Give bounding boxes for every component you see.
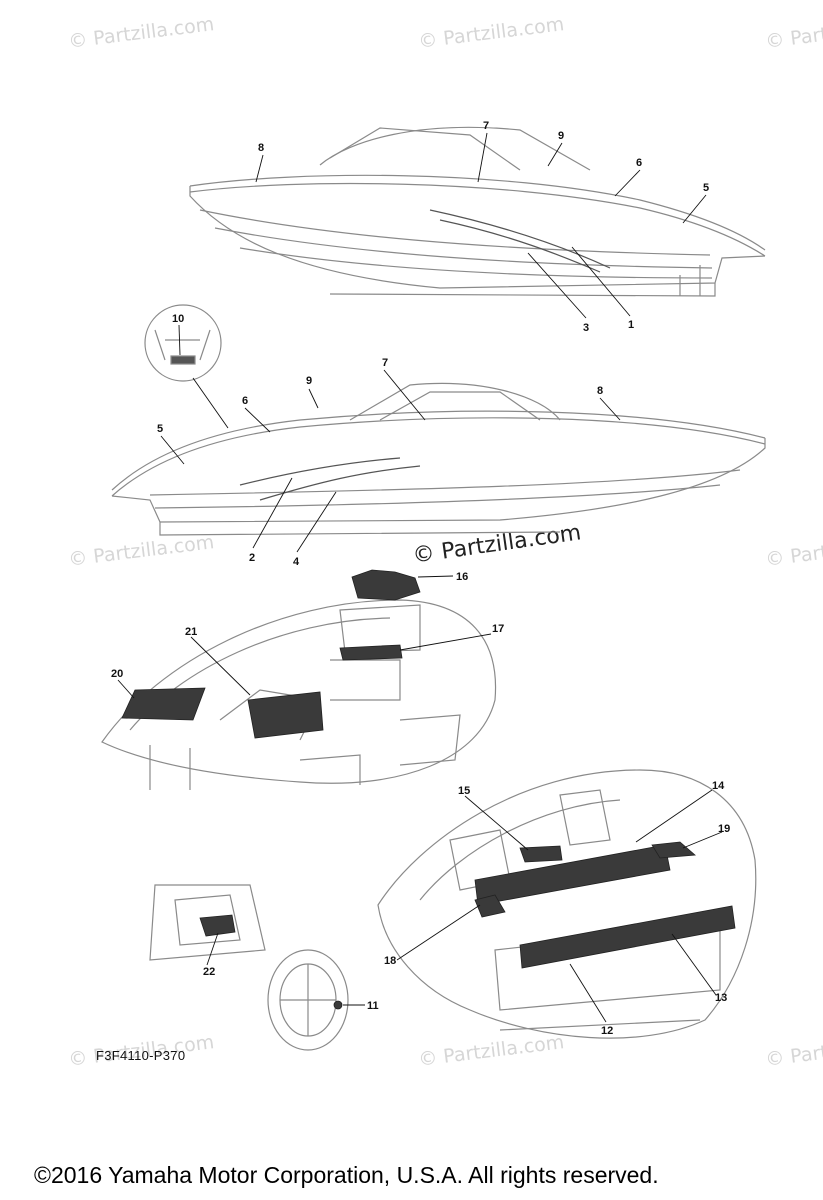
- mat-20: [121, 687, 206, 721]
- callout-label: 4: [293, 556, 300, 568]
- callout-label: 20: [111, 668, 123, 680]
- callout-label: 14: [712, 780, 725, 792]
- boat-side-view-top: [189, 126, 766, 297]
- callout-label: 16: [456, 571, 468, 583]
- callout-label: 6: [242, 395, 248, 407]
- callout-label: 1: [628, 319, 634, 331]
- mat-13: [519, 905, 736, 969]
- boat-side-view-middle: [111, 382, 766, 536]
- callout-label: 19: [718, 823, 730, 835]
- callout-label: 21: [185, 626, 197, 638]
- callout-label: 6: [636, 157, 642, 169]
- copyright-notice: ©2016 Yamaha Motor Corporation, U.S.A. A…: [34, 1162, 659, 1188]
- steering-wheel: [267, 949, 349, 1051]
- callout-label: 8: [258, 142, 264, 154]
- mat-14: [474, 844, 671, 906]
- drawing-code: F3F4110-P370: [96, 1048, 186, 1063]
- callout-label: 9: [558, 130, 564, 142]
- callouts: 8 7 9 6 5 1 3 10 9 7 8 6 5 2 4 16 17 20 …: [111, 120, 730, 1037]
- inset-detail: [144, 304, 222, 382]
- callout-label: 13: [715, 992, 727, 1004]
- callout-label: 15: [458, 785, 470, 797]
- callout-label: 3: [583, 322, 589, 334]
- mat-21: [247, 691, 324, 739]
- callout-label: 7: [382, 357, 388, 369]
- decal-19: [651, 841, 696, 859]
- callout-label: 2: [249, 552, 255, 564]
- callout-label: 11: [367, 1000, 379, 1012]
- helm-console: [149, 884, 266, 961]
- callout-label: 7: [483, 120, 489, 132]
- emblem-11: [333, 1000, 343, 1010]
- callout-label: 9: [306, 375, 312, 387]
- callout-label: 22: [203, 966, 215, 978]
- callout-label: 18: [384, 955, 396, 967]
- callout-label: 5: [703, 182, 709, 194]
- decal-17: [339, 644, 403, 661]
- callout-label: 17: [492, 623, 504, 635]
- mat-15: [519, 845, 563, 863]
- callout-label: 12: [601, 1025, 613, 1037]
- mat-16: [351, 569, 421, 601]
- callout-label: 10: [172, 313, 184, 325]
- decal-22: [199, 914, 236, 937]
- callout-label: 5: [157, 423, 163, 435]
- stern-deck: [377, 769, 757, 1039]
- decal-18: [474, 894, 506, 918]
- callout-label: 8: [597, 385, 603, 397]
